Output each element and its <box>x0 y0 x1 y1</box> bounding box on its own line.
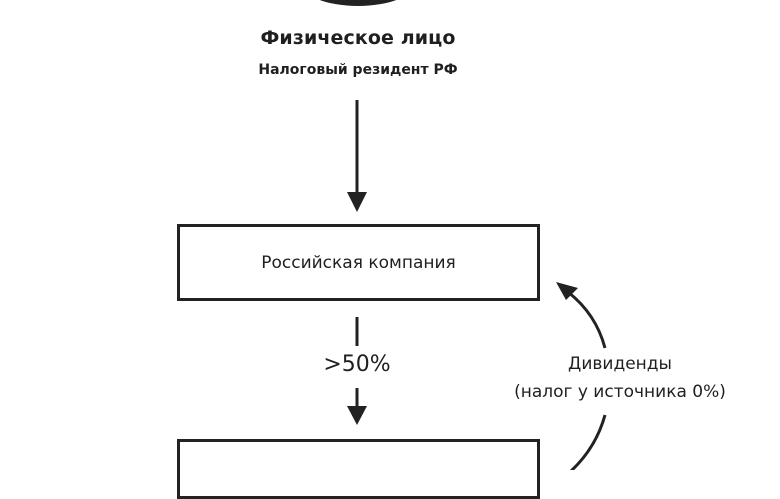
dividend-arrow-upper <box>567 290 607 349</box>
subsidiary-box <box>177 439 540 499</box>
dividends-label-line1: Дивиденды <box>568 354 672 374</box>
ownership-percent-label: >50% <box>323 352 391 377</box>
dividends-label-line2: (налог у источника 0%) <box>514 382 726 402</box>
diagram-canvas <box>319 0 607 470</box>
russian-company-label: Российская компания <box>261 252 456 273</box>
russian-company-box: Российская компания <box>177 224 540 301</box>
dividend-arrow-lower <box>569 414 607 470</box>
dividend-arrowhead <box>556 282 578 300</box>
person-title: Физическое лицо <box>260 27 456 49</box>
person-subtitle: Налоговый резидент РФ <box>258 62 458 78</box>
arrowhead-company-to-sub <box>347 406 367 425</box>
arrowhead-person-to-company <box>347 192 367 212</box>
dividends-label: Дивиденды (налог у источника 0%) <box>470 350 770 406</box>
person-node-shape <box>319 0 397 6</box>
